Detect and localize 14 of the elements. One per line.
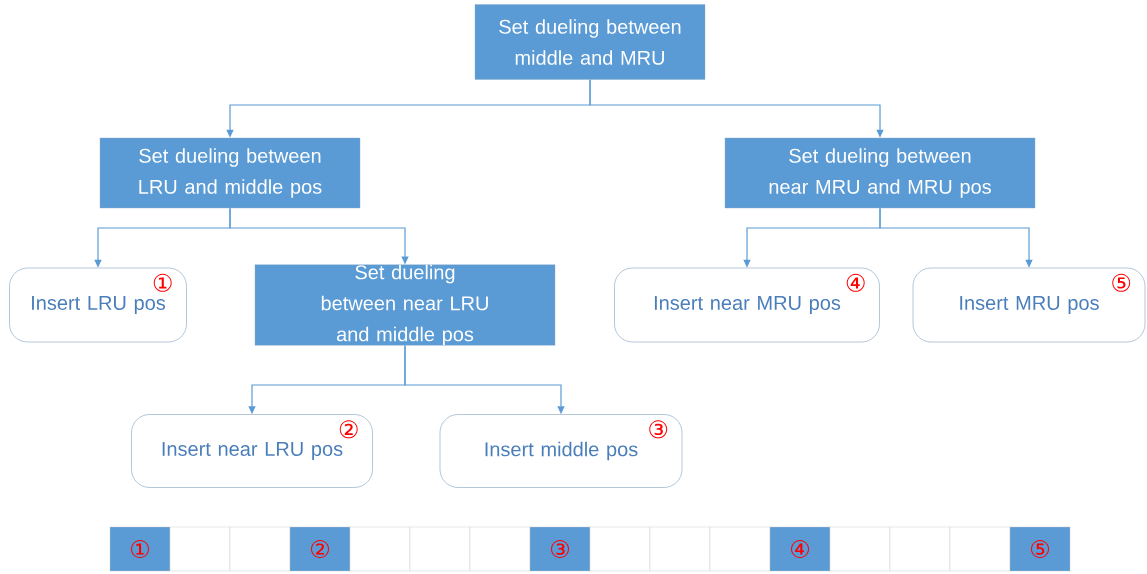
process-box: Set dueling between near MRU and MRU pos — [724, 137, 1036, 209]
process-box: Set dueling between near LRU and middle pos — [254, 264, 556, 346]
result-box: Insert LRU pos ① — [9, 267, 187, 343]
result-box: Insert middle pos ③ — [439, 414, 683, 488]
process-box: Set dueling between LRU and middle pos — [99, 137, 361, 209]
position-cell: ① — [109, 526, 171, 572]
result-box: Insert MRU pos ⑤ — [912, 267, 1146, 343]
position-cell: ② — [289, 526, 351, 572]
result-box: Insert near MRU pos ④ — [614, 267, 880, 343]
result-box: Insert near LRU pos ② — [131, 414, 373, 488]
process-box: Set dueling between middle and MRU — [474, 4, 706, 80]
position-cell: ⑤ — [1009, 526, 1071, 572]
position-cell: ③ — [529, 526, 591, 572]
position-cell: ④ — [769, 526, 831, 572]
